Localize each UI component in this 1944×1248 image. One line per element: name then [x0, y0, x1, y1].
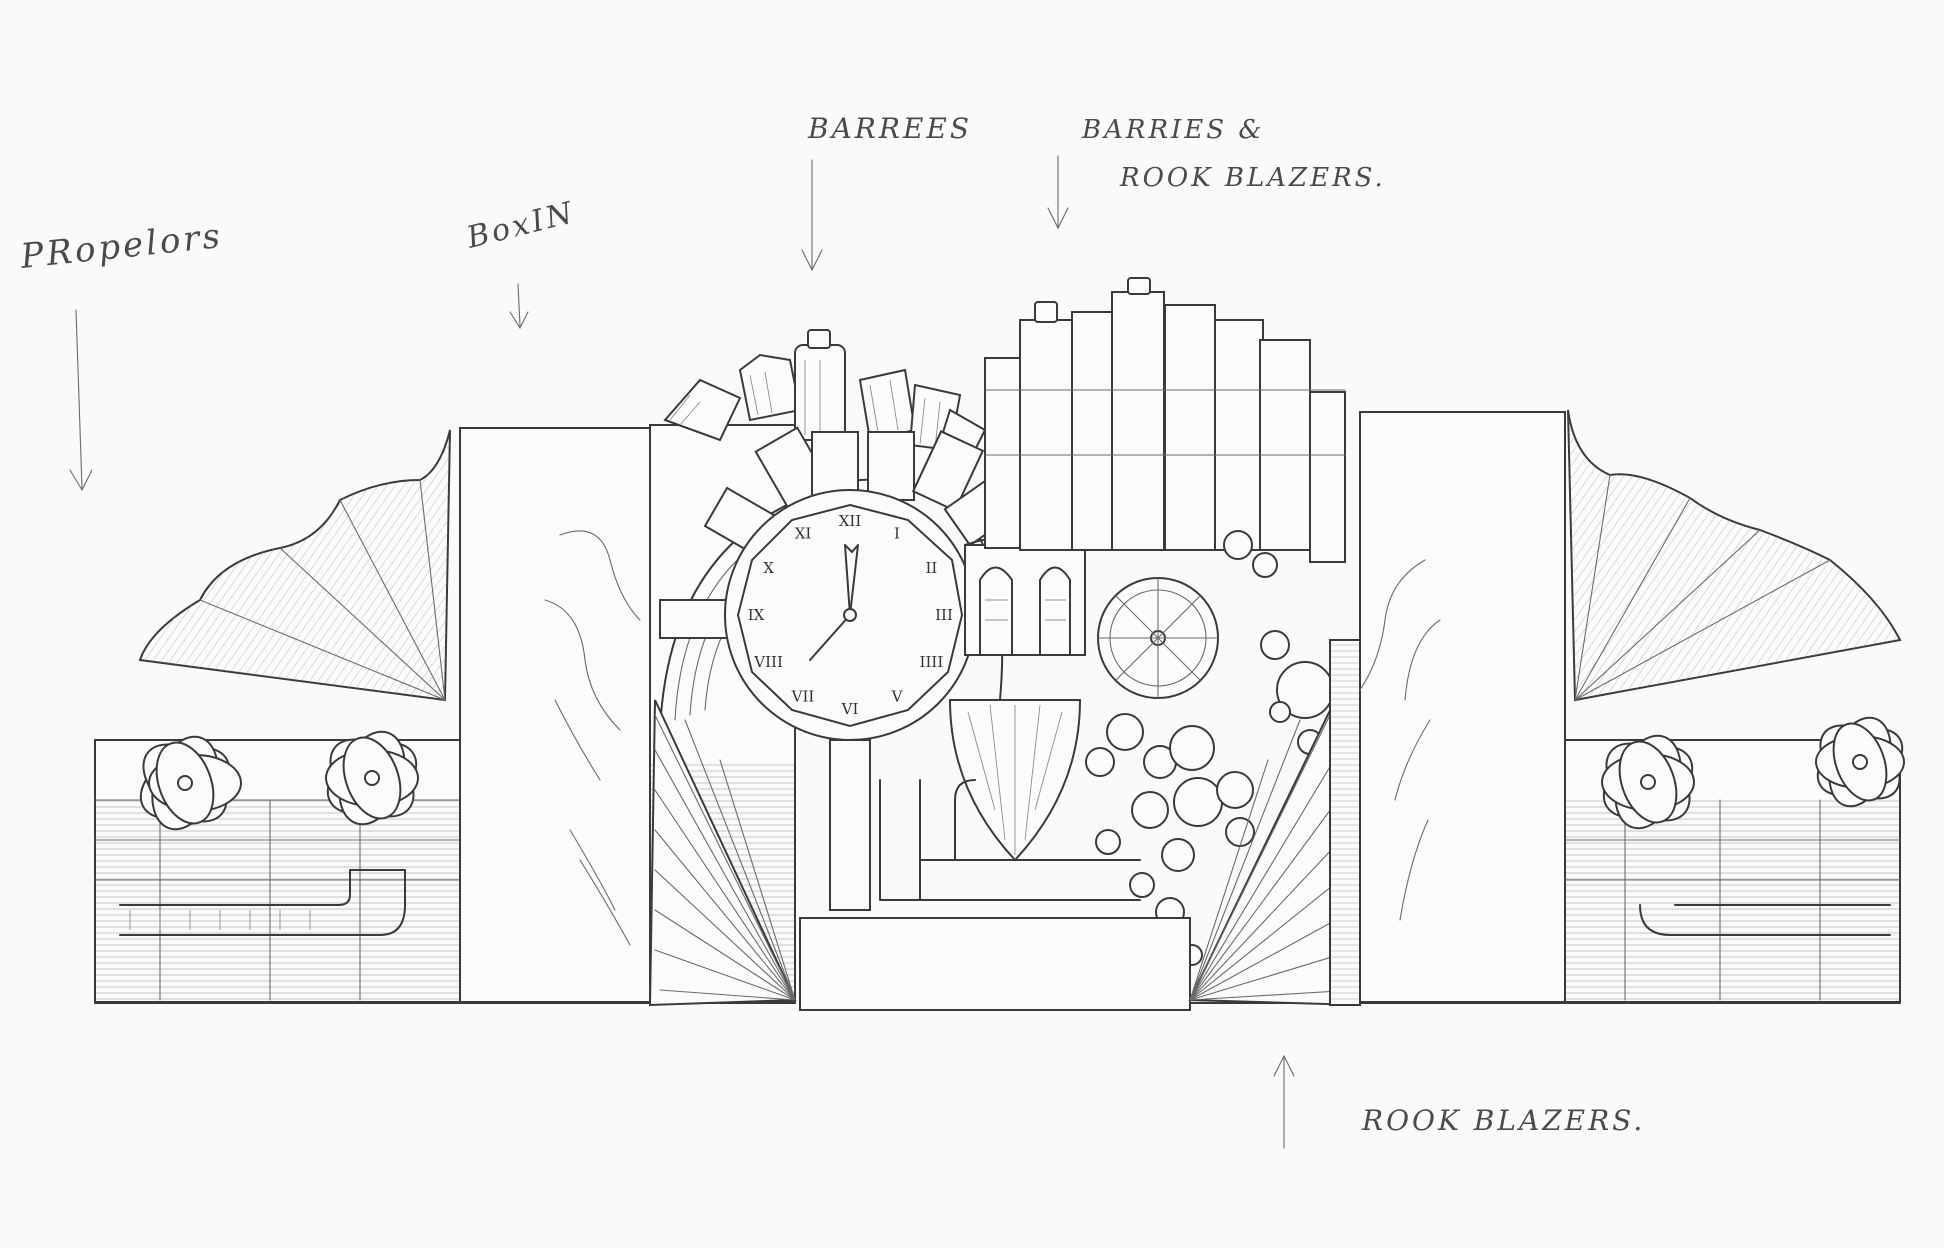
left-box-panel	[459, 427, 651, 1003]
center-pedestal	[799, 917, 1191, 1011]
annotation-boxin-text: BoxIN	[462, 195, 578, 256]
annotation-boxin: BoxIN	[462, 195, 579, 330]
clock-numeral: III	[935, 606, 953, 624]
annotation-propellers-text: PRopelors	[18, 216, 225, 277]
right-propeller-1	[1601, 734, 1695, 830]
right-propeller-2	[1815, 716, 1905, 808]
clock-hour-hand	[844, 544, 859, 616]
right-pipe	[1639, 904, 1891, 936]
clock-numeral: II	[925, 559, 937, 577]
right-smoke-wisps	[1359, 559, 1441, 921]
clock-numeral: XII	[839, 512, 862, 530]
clock-minute-hand	[809, 614, 851, 661]
annotation-propellers: PRopelors	[18, 216, 225, 492]
rock-blazer-left	[648, 699, 797, 1007]
barrels-arrow	[801, 159, 823, 272]
barrels-rock-blazers-arrow	[1047, 155, 1069, 230]
right-propeller-unit	[1564, 409, 1905, 1003]
center-pipes	[879, 779, 1141, 901]
clock-numeral: X	[763, 559, 774, 577]
clock-numeral: VII	[791, 687, 815, 705]
annotation-barrels-rock-blazers-line2: ROOK BLAZERS.	[1119, 163, 1386, 193]
left-propeller-unit	[94, 429, 461, 1003]
left-propeller-1	[139, 735, 242, 831]
rock-blazer-right	[1188, 696, 1362, 1007]
gears-cluster	[1085, 530, 1334, 966]
boxin-arrow	[509, 283, 529, 330]
left-propeller-2	[325, 730, 419, 826]
clock-numeral: V	[891, 687, 904, 705]
annotation-rock-blazers-text: ROOK BLAZERS.	[1361, 1104, 1645, 1137]
annotation-barrels-rock-blazers: BARRIES & ROOK BLAZERS.	[1047, 115, 1386, 230]
clock-numeral: IX	[748, 606, 765, 624]
barrels-left	[663, 329, 987, 472]
annotation-barrels-rock-blazers-line1: BARRIES &	[1081, 115, 1265, 145]
clock-post	[829, 739, 871, 911]
clock-center	[843, 608, 857, 622]
left-smoke-wisps	[544, 530, 641, 946]
annotation-barrels-text: BARREES	[807, 112, 972, 145]
left-pipe	[119, 869, 406, 936]
arch-chimney	[964, 534, 1086, 656]
right-box-panel	[1359, 411, 1566, 1003]
clock-numeral: VI	[841, 700, 859, 718]
barrels-right	[984, 277, 1346, 563]
clock-numeral: IIII	[920, 653, 944, 671]
clock-numeral: I	[894, 525, 900, 543]
annotation-rock-blazers: ROOK BLAZERS.	[1273, 1054, 1645, 1149]
ship-wheel	[1097, 577, 1219, 699]
propellers-arrow	[69, 309, 93, 492]
rock-blazers-arrow	[1273, 1054, 1295, 1149]
clock-numeral: XI	[795, 525, 812, 543]
annotation-barrels: BARREES	[801, 112, 972, 272]
clock-numeral: VIII	[753, 653, 783, 671]
